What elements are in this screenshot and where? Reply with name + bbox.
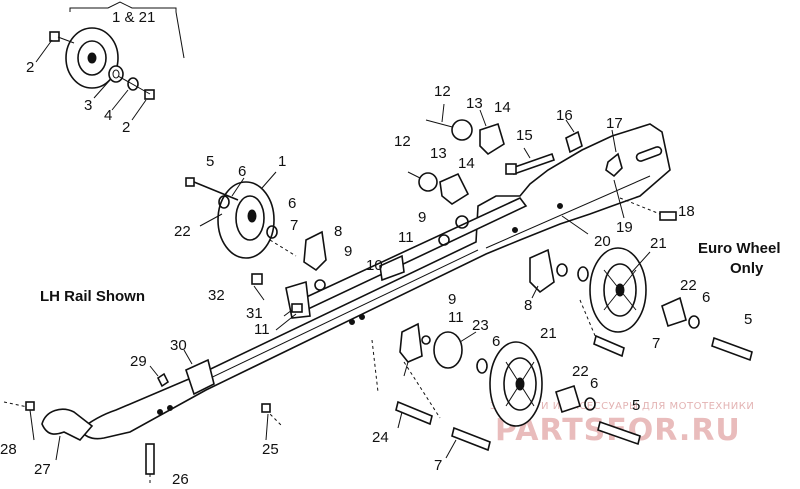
spacer-22-lower <box>555 384 581 414</box>
inset-nut <box>144 89 155 100</box>
callout-title-group: 1 & 21 <box>112 9 155 26</box>
bracket-8-right <box>399 248 568 363</box>
callout: 15 <box>516 127 533 144</box>
bolt-7-lower <box>451 426 491 452</box>
callout: 6 <box>702 289 710 306</box>
callout: 7 <box>290 217 298 234</box>
callout: 9 <box>344 243 352 260</box>
bolt-26 <box>145 443 155 475</box>
bolt-15-assembly <box>505 130 677 221</box>
callout: 7 <box>652 335 660 352</box>
callout: 8 <box>524 297 532 314</box>
callout: 12 <box>394 133 411 150</box>
callout: 13 <box>430 145 447 162</box>
callout: 22 <box>680 277 697 294</box>
euro-wheel-only-label: Only <box>730 260 764 277</box>
bolt-7-right <box>593 334 625 358</box>
callout: 5 <box>744 311 752 328</box>
callout: 11 <box>254 321 270 338</box>
callout: 5 <box>206 153 214 170</box>
callout: 28 <box>0 441 17 458</box>
callout: 22 <box>572 363 589 380</box>
bolt-24 <box>395 400 433 426</box>
callout: 31 <box>246 305 263 322</box>
callout: 6 <box>288 195 296 212</box>
callout: 17 <box>606 115 623 132</box>
inset-wheel-assembly <box>49 1 185 100</box>
callout: 23 <box>472 317 489 334</box>
wheel-1 <box>185 177 297 259</box>
callout: 24 <box>372 429 389 446</box>
callout: 2 <box>26 59 34 76</box>
callout: 4 <box>104 107 112 124</box>
callout: 21 <box>540 325 557 342</box>
inset-bracket <box>69 1 177 12</box>
clip-29 <box>156 372 170 388</box>
callout: 22 <box>174 223 191 240</box>
callout: 29 <box>130 353 147 370</box>
callout: 7 <box>434 457 442 474</box>
callout: 10 <box>366 257 383 274</box>
bolt-5-lower <box>597 420 641 446</box>
callout: 9 <box>418 209 426 226</box>
callout: 11 <box>398 229 414 246</box>
callout: 30 <box>170 337 187 354</box>
callout: 9 <box>448 291 456 308</box>
bracket-19 <box>605 152 623 178</box>
lh-rail-label: LH Rail Shown <box>40 288 145 305</box>
bolt-5-right <box>711 336 753 362</box>
callout: 20 <box>594 233 611 250</box>
callout: 12 <box>434 83 451 100</box>
callout: 14 <box>458 155 475 172</box>
callout: 18 <box>678 203 695 220</box>
callout: 6 <box>492 333 500 350</box>
lower-wheel-21 <box>371 331 641 452</box>
bracket-8-lower <box>399 322 423 363</box>
callout: 13 <box>466 95 483 112</box>
euro-wheel-21 <box>577 247 753 362</box>
callout: 5 <box>632 397 640 414</box>
watermark-small-text: ЗАПЧАСТИ И АКСЕССУАРЫ ДЛЯ МОТОТЕХНИКИ <box>490 401 754 412</box>
wheel-1-outer <box>217 181 275 259</box>
callout: 2 <box>122 119 130 136</box>
callout: 6 <box>590 375 598 392</box>
callout: 8 <box>334 223 342 240</box>
callout: 21 <box>650 235 667 252</box>
callout-numbers: 1 & 21 2 3 4 2 12 13 14 16 17 15 12 13 1… <box>0 9 752 488</box>
callout: 1 <box>278 153 286 170</box>
callout: 26 <box>172 471 189 488</box>
bumper-30 <box>185 358 215 396</box>
idler-23 <box>433 331 463 369</box>
callout: 16 <box>556 107 573 124</box>
spacer-22-right <box>661 296 687 328</box>
tip-part <box>41 408 94 441</box>
stop-blocks-upper <box>407 119 505 246</box>
euro-wheel-label: Euro Wheel <box>698 240 781 257</box>
pin-18 <box>659 211 677 221</box>
rail-front-tip <box>3 401 155 486</box>
block-10 <box>379 254 405 282</box>
callout: 25 <box>262 441 279 458</box>
callout: 19 <box>616 219 633 236</box>
cross-shaft <box>298 197 528 312</box>
callout: 27 <box>34 461 51 478</box>
inset-snap-ring <box>127 77 139 91</box>
rail-slot <box>635 146 663 162</box>
bracket-8-left <box>251 230 327 319</box>
leader-lines <box>29 39 651 461</box>
callout: 3 <box>84 97 92 114</box>
callout: 14 <box>494 99 511 116</box>
callout: 6 <box>238 163 246 180</box>
callout: 32 <box>208 287 225 304</box>
inset-bolt <box>49 31 60 42</box>
inset-bearing <box>108 65 124 83</box>
callout: 11 <box>448 309 464 326</box>
nut-25 <box>261 403 271 413</box>
